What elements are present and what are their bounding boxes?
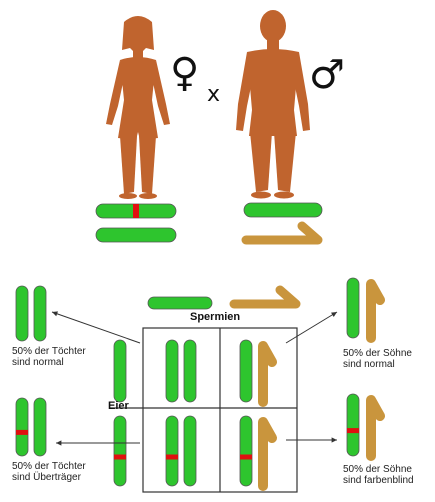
sperm-header: Spermien (190, 312, 240, 323)
male-neck (267, 40, 279, 50)
outcome-son-colorblind-x (347, 394, 359, 456)
sperm-y-chromosome (234, 290, 296, 304)
male-right-leg (274, 132, 296, 192)
female-right-leg (139, 136, 156, 194)
outcome-daughter-carrier-x1 (16, 398, 28, 456)
sons-normal-label: 50% der Söhne sind normal (343, 348, 412, 370)
mother-x-chromosome-carrier-allele-marker (133, 204, 139, 218)
cell-daughter-normal-x2 (184, 340, 196, 402)
father-y-chromosome (246, 226, 318, 240)
cell-son-normal-y (263, 346, 272, 402)
outcome-daughter-carrier-x1-allele-marker (16, 430, 28, 435)
outcome-son-colorblind-y (371, 400, 380, 456)
cell-daughter-carrier-x2 (184, 416, 196, 486)
cell-daughter-normal-x1 (166, 340, 178, 402)
female-neck (133, 48, 143, 58)
outcome-daughter-carrier-x2 (34, 398, 46, 456)
male-right-foot (274, 192, 294, 199)
cell-son-colorblind-y (263, 422, 272, 486)
cross-symbol: x (207, 82, 220, 107)
daughters-carrier-label: 50% der Töchter sind Überträger (12, 461, 86, 483)
daughters-normal-label: 50% der Töchter sind normal (12, 346, 86, 368)
sons-colorblind-label: 50% der Söhne sind farbenblind (343, 464, 414, 486)
egg-x-chromosome-carrier-allele-marker (114, 455, 126, 460)
arrow-to-sons-colorblind-head (332, 437, 337, 442)
outcome-son-normal-y (371, 284, 380, 338)
female-left-foot (119, 193, 137, 199)
male-torso (247, 49, 299, 136)
cell-son-colorblind-x-allele-marker (240, 455, 252, 460)
outcome-son-colorblind-x-allele-marker (347, 428, 359, 433)
sperm-x-chromosome (148, 297, 212, 309)
cell-son-colorblind-x (240, 416, 252, 486)
female-right-arm (152, 60, 170, 125)
female-left-arm (106, 60, 124, 125)
cell-daughter-carrier-x1-allele-marker (166, 455, 178, 460)
female-right-foot (139, 193, 157, 199)
cell-son-normal-x (240, 340, 252, 402)
cell-daughter-carrier-x1 (166, 416, 178, 486)
male-head (260, 10, 286, 42)
arrow-to-daughters-carrier-head (56, 440, 61, 445)
egg-x-chromosome-normal (114, 340, 126, 402)
mother-x-chromosome-normal (96, 228, 176, 242)
outcome-daughter-normal-x1 (16, 286, 28, 341)
outcome-daughter-normal-x2 (34, 286, 46, 341)
male-left-foot (251, 192, 271, 199)
arrow-to-daughters-normal-head (52, 311, 58, 316)
female-symbol: ♀ (170, 50, 199, 96)
female-left-leg (120, 136, 137, 194)
outcome-son-normal-x (347, 278, 359, 338)
egg-x-chromosome-carrier (114, 416, 126, 486)
female-torso (118, 57, 158, 140)
father-x-chromosome (244, 203, 322, 217)
male-left-leg (250, 132, 272, 192)
egg-header: Eier (108, 401, 129, 412)
male-symbol: ♂ (309, 52, 345, 98)
arrow-to-daughters-normal (52, 312, 140, 343)
